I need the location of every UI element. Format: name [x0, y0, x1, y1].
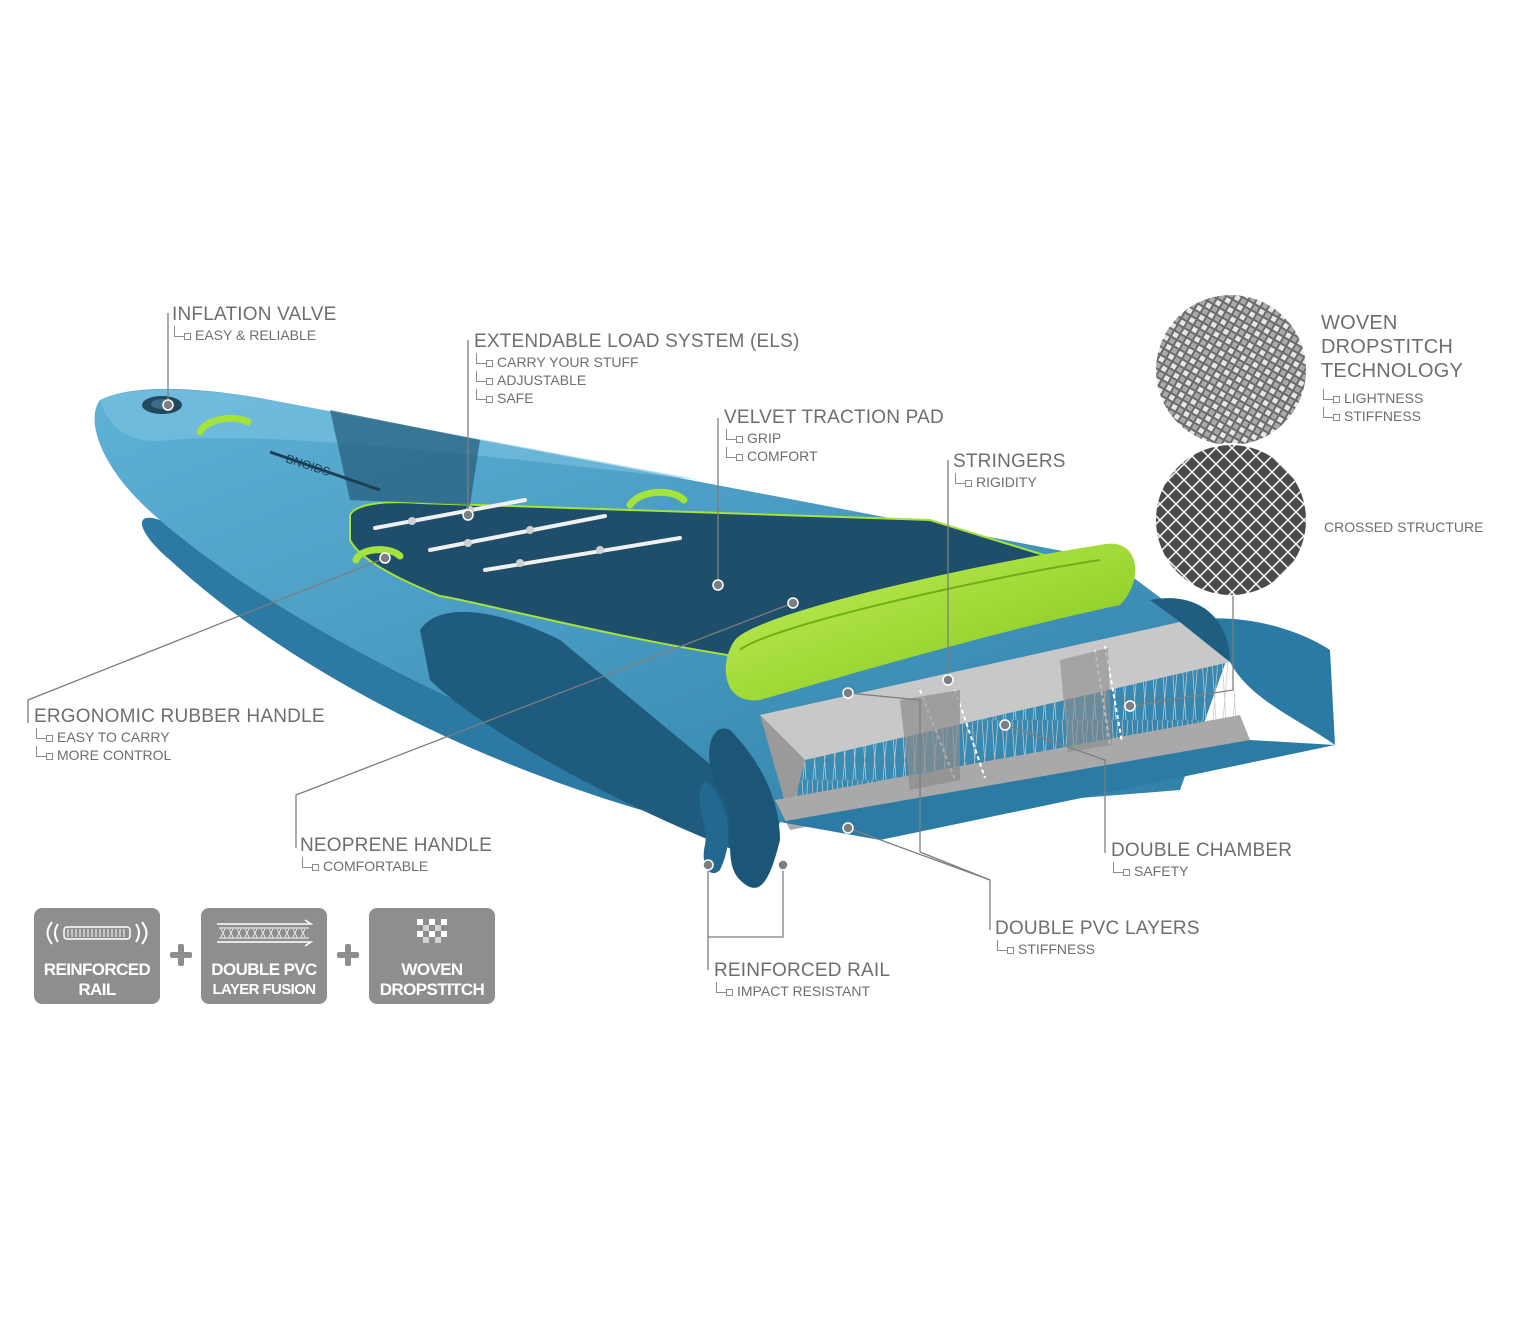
callout-title-line: WOVEN	[1321, 312, 1398, 334]
callout-sub: COMFORT	[724, 447, 944, 465]
callout-title-line: DROPSTITCH	[1321, 336, 1453, 358]
board-section-core	[760, 662, 1240, 820]
callout-sub: GRIP	[724, 429, 944, 447]
callout-sub: MORE CONTROL	[34, 746, 325, 764]
callout-title: DOUBLE PVC LAYERS	[995, 918, 1200, 939]
callout-sub: CARRY YOUR STUFF	[474, 353, 800, 371]
deck-pad	[349, 501, 1064, 662]
leader-lines	[27, 313, 1234, 970]
callout-sub: RIGIDITY	[953, 473, 1066, 491]
callout-woven-dropstitch: WOVEN DROPSTITCH TECHNOLOGY LIGHTNESS ST…	[1321, 311, 1463, 425]
inflation-valve-graphic	[142, 396, 182, 414]
callout-sub: ADJUSTABLE	[474, 371, 800, 389]
callout-title: EXTENDABLE LOAD SYSTEM (ELS)	[474, 331, 800, 352]
callout-title: INFLATION VALVE	[172, 304, 337, 325]
board-section-top	[760, 622, 1230, 760]
callout-double-chamber: DOUBLE CHAMBER SAFETY	[1111, 840, 1292, 880]
callout-title: NEOPRENE HANDLE	[300, 835, 492, 856]
rail-icon	[46, 921, 148, 945]
callout-ergonomic-rubber-handle: ERGONOMIC RUBBER HANDLE EASY TO CARRY MO…	[34, 706, 325, 764]
callout-sub: EASY & RELIABLE	[172, 326, 337, 344]
board-section-bottom	[775, 715, 1250, 830]
callout-sub: COMFORTABLE	[300, 857, 492, 875]
traction-pad-peel	[725, 543, 1136, 701]
callout-reinforced-rail: REINFORCED RAIL IMPACT RESISTANT	[714, 960, 890, 1000]
callout-els: EXTENDABLE LOAD SYSTEM (ELS) CARRY YOUR …	[474, 331, 800, 407]
callout-stringers: STRINGERS RIGIDITY	[953, 451, 1066, 491]
callout-sub: SAFETY	[1111, 862, 1292, 880]
callout-double-pvc-layers: DOUBLE PVC LAYERS STIFFNESS	[995, 918, 1200, 958]
plus-icon	[170, 944, 192, 966]
crossed-texture-circle	[1154, 443, 1308, 597]
callout-crossed-structure: CROSSED STRUCTURE	[1322, 518, 1483, 536]
callout-sub: IMPACT RESISTANT	[714, 982, 890, 1000]
callout-sub: STIFFNESS	[995, 940, 1200, 958]
callout-title: VELVET TRACTION PAD	[724, 407, 944, 428]
callout-sub: STIFFNESS	[1321, 407, 1463, 425]
callout-neoprene-handle: NEOPRENE HANDLE COMFORTABLE	[300, 835, 492, 875]
callout-title: CROSSED STRUCTURE	[1324, 519, 1484, 535]
callout-sub: EASY TO CARRY	[34, 728, 325, 746]
rail-fin-flaps	[709, 728, 780, 888]
callout-title: STRINGERS	[953, 451, 1066, 472]
callout-title: REINFORCED RAIL	[714, 960, 891, 981]
callout-title-line: TECHNOLOGY	[1321, 360, 1464, 382]
plus-icon	[337, 944, 359, 966]
callout-inflation-valve: INFLATION VALVE EASY & RELIABLE	[172, 304, 337, 344]
callout-sub: LIGHTNESS	[1321, 389, 1463, 407]
rubber-handles	[196, 414, 688, 564]
leader-dots	[162, 399, 1136, 871]
callout-title: DOUBLE CHAMBER	[1111, 840, 1293, 861]
weave-icon	[417, 919, 447, 943]
callout-velvet-traction-pad: VELVET TRACTION PAD GRIP COMFORT	[724, 407, 944, 465]
callout-sub: SAFE	[474, 389, 800, 407]
layers-icon	[217, 919, 314, 947]
callout-title: ERGONOMIC RUBBER HANDLE	[34, 706, 325, 727]
